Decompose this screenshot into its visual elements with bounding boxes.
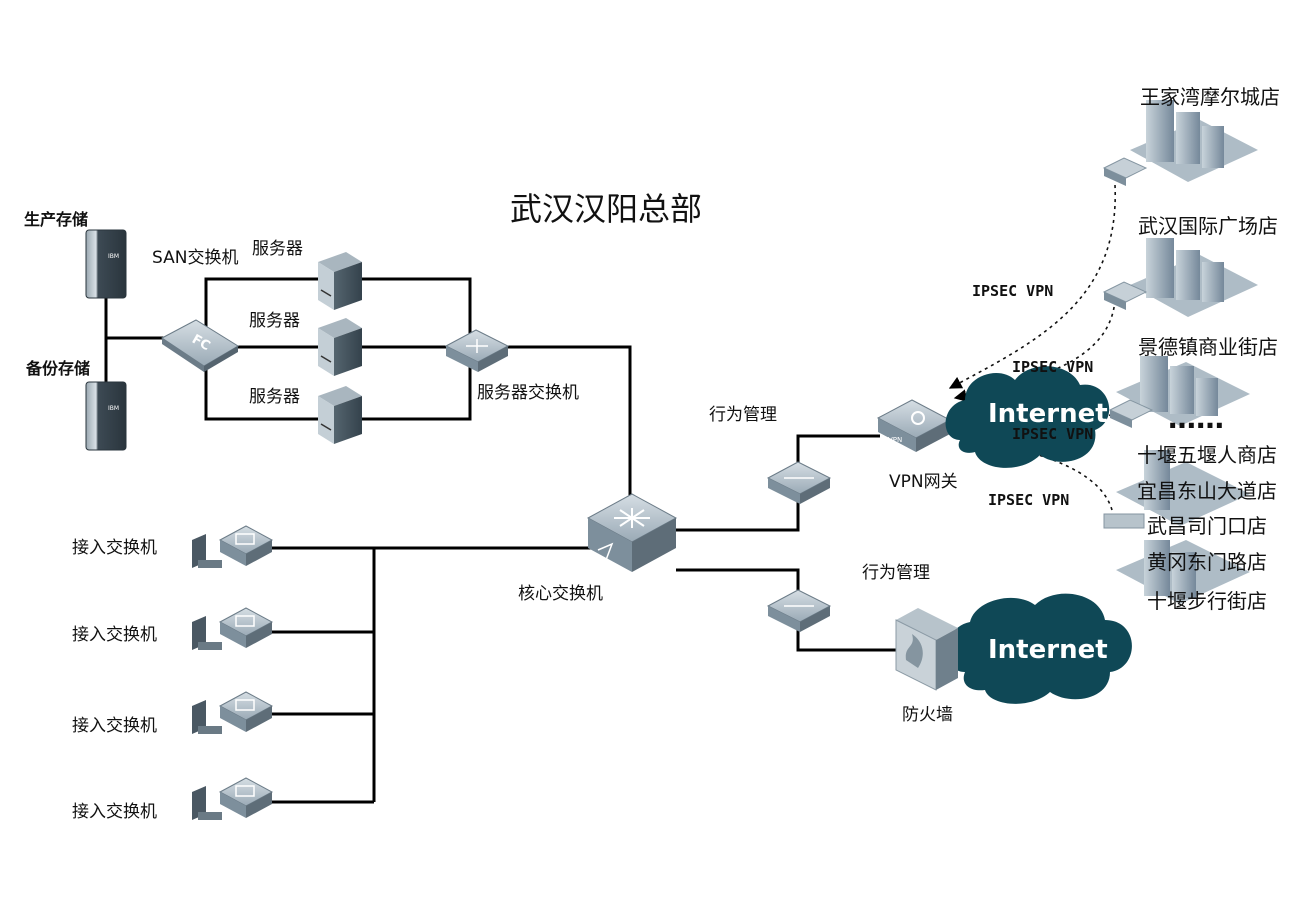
storage-brand: IBM (108, 253, 119, 260)
access-switch-2 (192, 607, 274, 650)
core-switch (586, 493, 678, 572)
branch-building-2 (1102, 238, 1258, 317)
server-1 (318, 252, 362, 310)
behavior-mgmt-1 (766, 461, 832, 504)
flame-icon (905, 634, 923, 668)
site-label: 十堰五堰人商店 (1137, 443, 1277, 467)
access-switch-3 (192, 691, 274, 734)
internet-label: Internet (988, 399, 1108, 429)
server-label: 服务器 (249, 311, 300, 331)
access-switch-label: 接入交换机 (72, 625, 157, 645)
internet-label: Internet (988, 635, 1108, 665)
access-switch-label: 接入交换机 (72, 802, 157, 822)
server-switch-label: 服务器交换机 (477, 383, 579, 403)
server-label: 服务器 (249, 387, 300, 407)
key-icon (911, 411, 925, 425)
access-switch-4 (192, 777, 274, 820)
behavior-mgmt-2 (766, 589, 832, 632)
site-label: 宜昌东山大道店 (1137, 479, 1277, 503)
site-label: 黄冈东门路店 (1147, 550, 1267, 574)
branch-building-4 (1103, 450, 1250, 529)
server-switch (444, 329, 510, 372)
site-label: 武昌司门口店 (1147, 514, 1267, 538)
access-switch-label: 接入交换机 (72, 538, 157, 558)
vpn-gateway: VPN (876, 399, 952, 452)
ipsec-label: IPSEC VPN (1012, 358, 1093, 376)
site-label: 武汉国际广场店 (1138, 214, 1278, 238)
branch-building-3 (1108, 356, 1250, 428)
behavior-mgmt-label: 行为管理 (862, 563, 930, 583)
server-3 (318, 386, 362, 444)
branch-building-1 (1102, 100, 1258, 186)
internet-cloud-vpn (945, 366, 1110, 468)
backup-storage: IBM (85, 381, 127, 451)
site-label: 十堰步行街店 (1147, 589, 1267, 613)
vpn-badge: VPN (888, 436, 902, 444)
branch-building-5 (1116, 540, 1250, 604)
server-2 (318, 318, 362, 376)
access-switch-1 (192, 525, 274, 568)
storage-brand: IBM (108, 405, 119, 412)
access-switch-label: 接入交换机 (72, 716, 157, 736)
core-switch-label: 核心交换机 (518, 584, 603, 604)
firewall (895, 608, 958, 691)
ipsec-label: IPSEC VPN (988, 491, 1069, 509)
vpn-gateway-label: VPN网关 (889, 472, 958, 492)
site-ellipsis: …… (1168, 402, 1224, 435)
server-label: 服务器 (252, 239, 303, 259)
production-storage: IBM (85, 229, 127, 299)
ipsec-tunnels (948, 184, 1116, 511)
ipsec-label: IPSEC VPN (1012, 425, 1093, 443)
site-label: 景德镇商业街店 (1138, 335, 1278, 359)
diagram-title: 武汉汉阳总部 (510, 190, 702, 228)
san-switch: FC (161, 319, 239, 372)
links (104, 277, 898, 804)
site-label: 王家湾摩尔城店 (1140, 85, 1280, 109)
san-switch-label: SAN交换机 (152, 248, 238, 268)
production-storage-label: 生产存储 (24, 210, 88, 229)
internet-cloud-firewall (946, 593, 1132, 704)
backup-storage-label: 备份存储 (25, 359, 90, 378)
firewall-label: 防火墙 (902, 705, 953, 725)
behavior-mgmt-label: 行为管理 (709, 405, 777, 425)
ipsec-label: IPSEC VPN (972, 282, 1053, 300)
